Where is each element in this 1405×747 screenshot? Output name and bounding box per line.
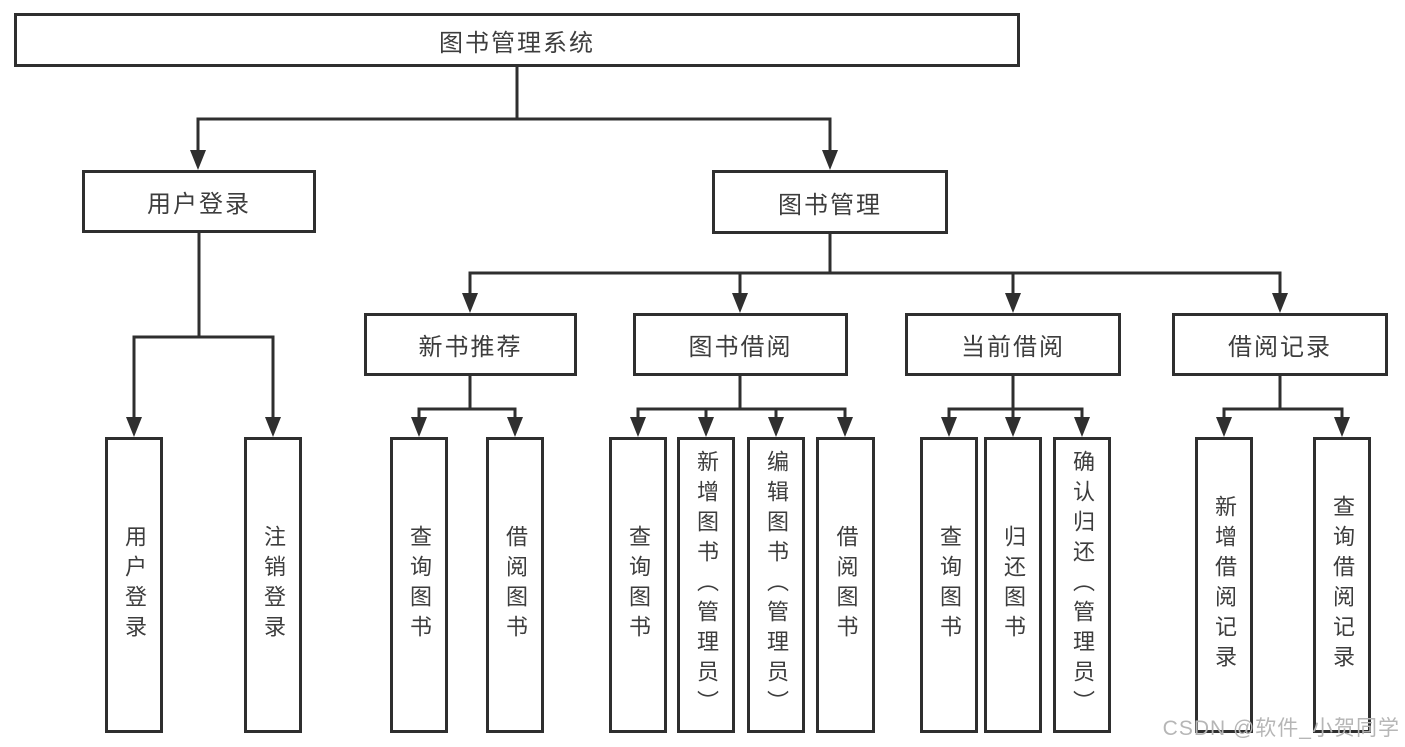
leaf-edit-books-admin: 编辑图书（管理员） bbox=[747, 437, 805, 733]
node-book-borrowing: 图书借阅 bbox=[633, 313, 848, 376]
leaf-borrow-books-1: 借阅图书 bbox=[486, 437, 544, 733]
node-borrowing-records: 借阅记录 bbox=[1172, 313, 1388, 376]
leaf-logout: 注销登录 bbox=[244, 437, 302, 733]
node-new-book-recommend: 新书推荐 bbox=[364, 313, 577, 376]
node-root-library-system: 图书管理系统 bbox=[14, 13, 1020, 67]
leaf-add-books-admin: 新增图书（管理员） bbox=[677, 437, 735, 733]
leaf-query-books-2: 查询图书 bbox=[609, 437, 667, 733]
leaf-add-borrow-record: 新增借阅记录 bbox=[1195, 437, 1253, 733]
leaf-query-books-3: 查询图书 bbox=[920, 437, 978, 733]
node-book-management: 图书管理 bbox=[712, 170, 948, 234]
leaf-confirm-return-admin: 确认归还（管理员） bbox=[1053, 437, 1111, 733]
leaf-return-books: 归还图书 bbox=[984, 437, 1042, 733]
leaf-user-login: 用户登录 bbox=[105, 437, 163, 733]
leaf-borrow-books-2: 借阅图书 bbox=[816, 437, 875, 733]
leaf-query-books-1: 查询图书 bbox=[390, 437, 448, 733]
leaf-query-borrow-record: 查询借阅记录 bbox=[1313, 437, 1371, 733]
node-current-borrowing: 当前借阅 bbox=[905, 313, 1121, 376]
arrowhead-icons bbox=[126, 150, 1350, 437]
node-user-login: 用户登录 bbox=[82, 170, 316, 233]
csdn-watermark: CSDN @软件_小贺同学 bbox=[1162, 717, 1400, 740]
